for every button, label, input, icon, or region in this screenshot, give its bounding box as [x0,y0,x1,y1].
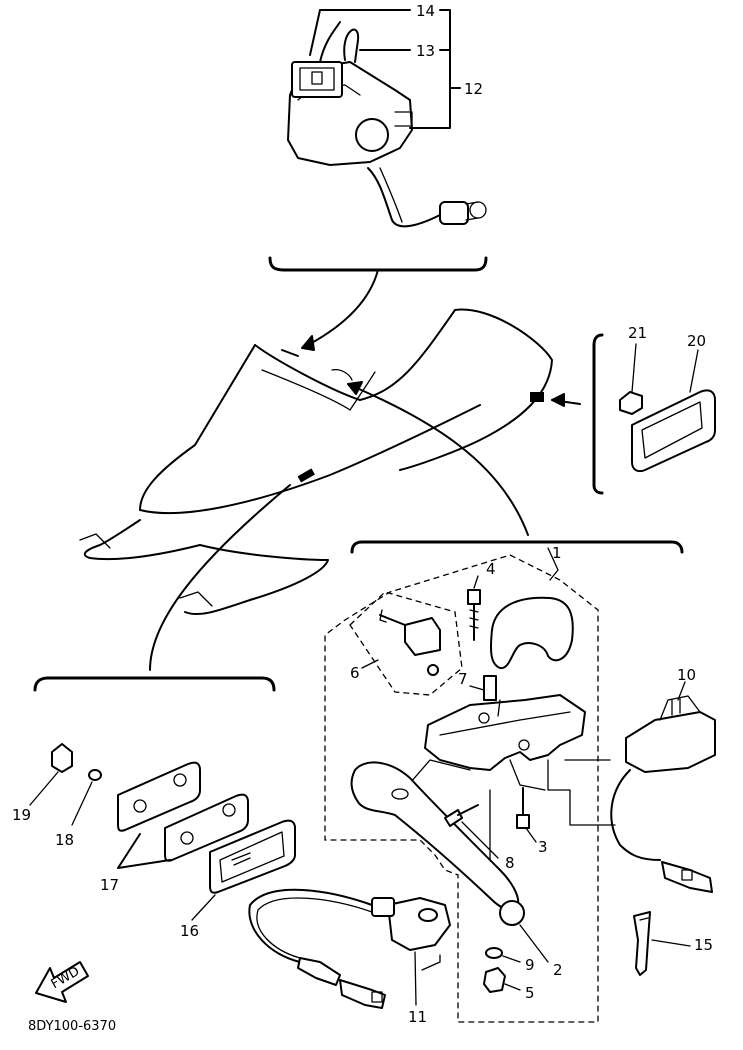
callout-5: 5 [525,984,535,1002]
callout-12: 12 [464,80,483,98]
group-bracket-lower-right [350,540,684,554]
diagram-code: 8DY100-6370 [28,1019,116,1034]
callout-11: 11 [408,1008,427,1026]
snowmobile-hood [79,308,553,616]
nut-21 [619,391,643,415]
leader-line [349,384,529,536]
callout-13: 13 [416,42,435,60]
callout-19: 19 [12,806,31,824]
callout-10: 10 [677,666,696,684]
callout-8: 8 [505,854,515,872]
subgroup-6-outline [349,591,463,696]
throttle-lever-2 [350,761,520,911]
lever-bracket [424,694,586,771]
fwd-arrow-icon: FWD [35,961,89,1003]
group-bracket-lower-left [33,676,276,692]
cable-band-15 [633,911,651,976]
callout-7: 7 [458,670,468,688]
callout-2: 2 [553,961,563,979]
callout-20: 20 [687,332,706,350]
plate-16 [209,819,296,894]
group-bracket-top [268,256,488,272]
nut-19 [51,743,73,773]
screw-3 [516,787,530,829]
hood-vent [530,392,544,402]
callout-9: 9 [525,956,535,974]
callout-17: 17 [100,876,119,894]
reflector-20 [631,389,716,473]
washer-18 [88,769,102,781]
switch-assembly-group [287,21,487,228]
switch-11 [248,888,451,1009]
plate-17a [117,761,201,832]
group-bracket-right [592,333,604,495]
callout-18: 18 [55,831,74,849]
callout-3: 3 [538,838,548,856]
leader-line [149,484,291,671]
nut-5 [483,967,506,993]
part-6-block [379,609,441,676]
bracket-12-14 [309,9,461,129]
callout-21: 21 [628,324,647,342]
lever-ball [499,900,525,926]
lever-cover [490,596,574,670]
callout-4: 4 [486,560,496,578]
leader-line [307,269,379,346]
screw-8 [444,804,479,827]
callout-1: 1 [552,544,562,562]
callout-16: 16 [180,922,199,940]
module-10 [610,695,716,893]
screw-4 [467,589,481,641]
spacer-7 [483,675,497,701]
assembly-1-outline [324,554,599,1023]
callout-15: 15 [694,936,713,954]
callout-14: 14 [416,2,435,20]
callout-6: 6 [350,664,360,682]
washer-9 [485,947,503,959]
